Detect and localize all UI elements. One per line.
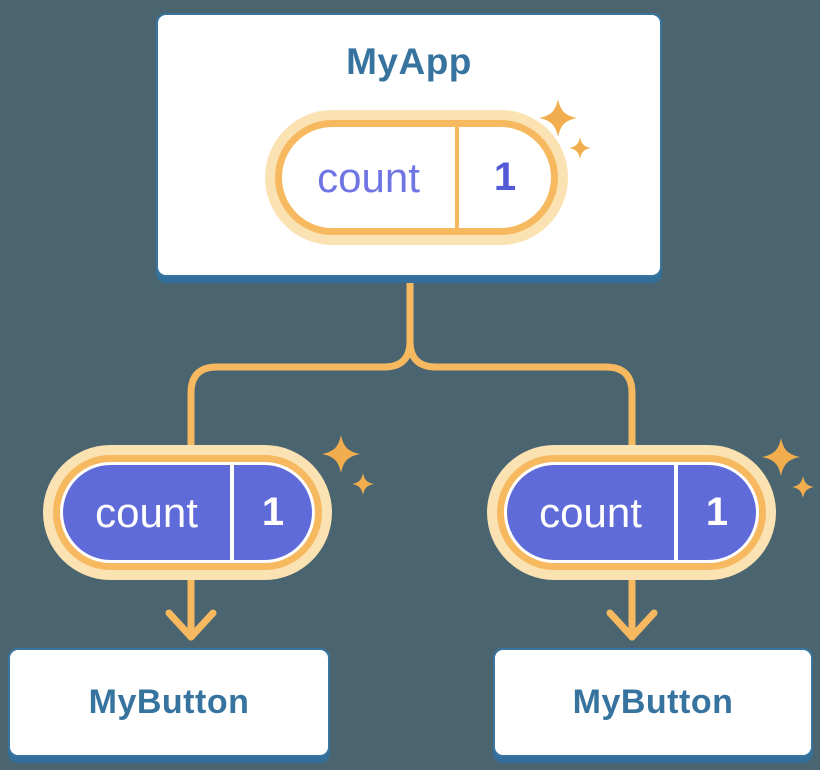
state-name-label: count: [317, 153, 420, 201]
prop-pill-ring: count 1: [497, 455, 766, 570]
pill-divider: [230, 465, 234, 560]
prop-name-label: count: [539, 488, 642, 536]
component-title-mybutton: MyButton: [88, 683, 250, 721]
state-pill-root: count 1: [265, 110, 568, 245]
prop-name-label: count: [95, 488, 198, 536]
prop-value: 1: [705, 490, 729, 534]
state-pill-ring: count 1: [275, 120, 558, 235]
component-title-myapp: MyApp: [346, 41, 472, 82]
arrowhead-down-left-icon: [165, 609, 217, 641]
component-card-mybutton-right: MyButton: [493, 648, 813, 757]
sparkle-icon: [322, 435, 374, 495]
state-value: 1: [493, 155, 517, 199]
component-card-mybutton-left: MyButton: [8, 648, 330, 757]
prop-pill-right: count 1: [487, 445, 776, 580]
sparkle-icon: [762, 438, 814, 498]
sparkle-icon: [539, 99, 591, 159]
component-title-mybutton: MyButton: [572, 683, 734, 721]
prop-value: 1: [261, 490, 285, 534]
connector-right: [406, 279, 636, 641]
arrowhead-down-right-icon: [606, 609, 658, 641]
prop-pill-left: count 1: [43, 445, 332, 580]
prop-pill-ring: count 1: [53, 455, 322, 570]
pill-divider: [455, 127, 459, 228]
prop-pill-fill: count 1: [507, 465, 756, 560]
pill-divider: [674, 465, 678, 560]
prop-pill-fill: count 1: [63, 465, 312, 560]
